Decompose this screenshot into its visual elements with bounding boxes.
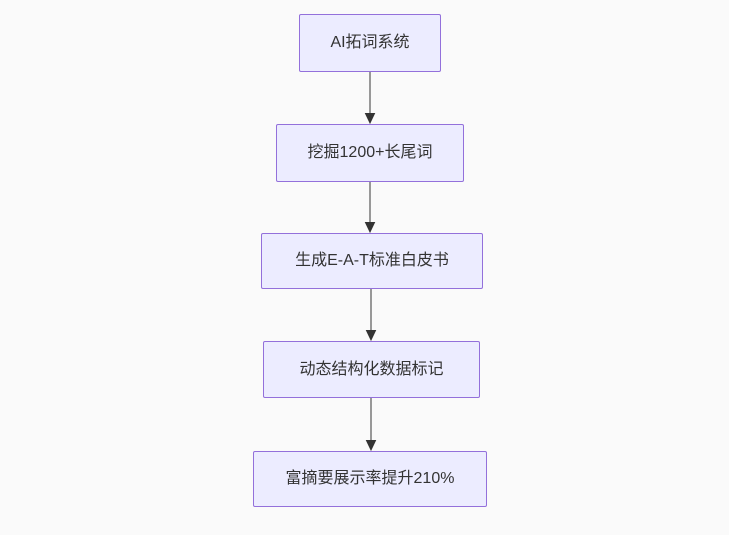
flow-node-label: 富摘要展示率提升210%: [285, 470, 455, 487]
flow-node-label: 生成E-A-T标准白皮书: [295, 252, 449, 269]
flow-node-ai-word-expansion: AI拓词系统: [299, 14, 441, 72]
flow-node-structured-data-markup: 动态结构化数据标记: [263, 341, 480, 398]
flow-node-label: AI拓词系统: [330, 34, 410, 51]
edge-arrow-b-c: [364, 182, 376, 234]
edge-arrow-d-e: [365, 398, 377, 452]
flow-node-rich-snippet-result: 富摘要展示率提升210%: [253, 451, 487, 507]
flow-node-longtail-mining: 挖掘1200+长尾词: [276, 124, 464, 182]
flow-node-eat-whitepaper: 生成E-A-T标准白皮书: [261, 233, 483, 289]
edge-arrow-a-b: [364, 72, 376, 125]
flow-node-label: 挖掘1200+长尾词: [307, 144, 433, 161]
flow-node-label: 动态结构化数据标记: [299, 360, 444, 378]
edge-arrow-c-d: [365, 289, 377, 342]
